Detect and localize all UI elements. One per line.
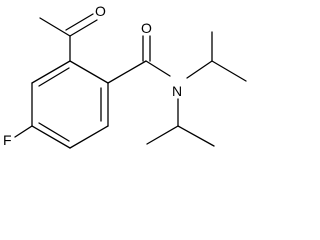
bond-ring-to-amide-carbon [107,60,147,84]
lower-isopropyl [146,98,215,147]
acetyl-group [39,13,98,62]
upper-isopropyl [186,31,247,82]
ring-double-inner-2 [38,122,70,142]
bond-acetyl-co-2 [65,13,94,31]
bond-ring-to-fluorine [14,125,33,138]
bond-acetyl-co-1 [69,19,98,37]
bond-n-to-upper-ch [186,60,213,79]
atom-label-oxygen-acetyl: O [95,3,106,19]
bond-amide-carbon-to-n [145,60,171,77]
benzene-ring [31,60,109,149]
structure-canvas: O O N F [3,3,247,149]
molecule-diagram: O O N F [3,3,247,149]
bond-upper-ch-to-right-methyl [211,60,247,82]
ring-bond-1 [69,60,109,84]
ring-double-inner-3 [38,67,70,87]
fluoro-substituent [14,125,33,138]
bond-lower-ch-to-left-methyl [146,125,179,145]
atom-label-nitrogen: N [172,83,182,99]
atom-label-oxygen-amide: O [141,20,152,36]
atom-label-fluorine: F [3,132,12,148]
ring-bond-4 [31,125,71,149]
amide-group [107,35,171,84]
bond-lower-ch-to-right-methyl [177,125,215,147]
ring-bond-6 [31,60,71,84]
bond-acetyl-carbon-to-methyl [39,17,71,37]
ring-bond-3 [69,125,109,149]
